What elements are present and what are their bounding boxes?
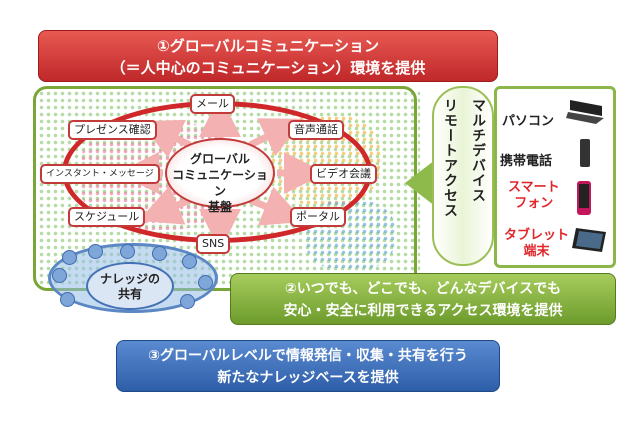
hub-line3: 基盤 [207,200,232,214]
multi-device-label: マルチデバイス [470,98,486,203]
node-portal: ポータル [290,207,346,227]
remote-access-label: リモートアクセス [442,98,458,218]
knowledge-line1: ナレッジの [99,272,160,286]
hub-line1: グローバル [190,152,250,166]
device-tablet-label: タブレット 端末 [504,228,569,260]
tablet-line2: 端末 [523,244,550,259]
device-pc-label: パソコン [502,114,555,129]
user-icon [60,292,75,307]
user-icon [120,244,135,259]
banner-anytime-anywhere-access: ②いつでも、どこでも、どんなデバイスでも 安心・安全に利用できるアクセス環境を提… [230,273,616,325]
banner-global-communication: ①グローバルコミュニケーション （＝人中心のコミュニケーション）環境を提供 [38,30,498,82]
banner-red-line1: ①グローバルコミュニケーション [157,37,379,55]
node-video-conference: ビデオ会議 [310,164,377,184]
banner-knowledge-base: ③グローバルレベルで情報発信・収集・共有を行う 新たなナレッジベースを提供 [116,340,500,392]
user-icon [198,275,213,290]
banner-blue-line2: 新たなナレッジベースを提供 [217,370,399,386]
hub-global-communication-platform: グローバル コミュニケーション 基盤 [165,138,275,214]
hub-line2: コミュニケーション [172,168,268,198]
arrow-up-right [248,118,304,157]
user-icon [152,246,167,261]
user-icon [88,244,103,259]
user-icon [182,254,197,269]
tablet-icon [570,226,608,254]
laptop-icon [566,98,606,126]
user-icon [52,268,67,283]
node-instant-message: インスタント・メッセージ [40,164,160,184]
node-schedule: スケジュール [68,207,146,227]
banner-green-line1: ②いつでも、どこでも、どんなデバイスでも [284,281,562,297]
knowledge-sharing: ナレッジの 共有 [86,262,174,310]
node-voice-call: 音声通話 [288,120,344,140]
banner-blue-line1: ③グローバルレベルで情報発信・収集・共有を行う [148,348,468,364]
user-icon [180,294,195,309]
smartphone-line1: スマート [508,180,560,195]
node-mail: メール [190,94,235,114]
device-smartphone-label: スマート フォン [508,180,560,212]
node-sns: SNS [196,234,231,254]
smartphone-icon [574,180,594,216]
mobile-phone-icon [578,138,592,168]
knowledge-line2: 共有 [117,287,142,301]
tablet-line1: タブレット [504,228,570,243]
device-mobile-label: 携帯電話 [500,154,553,169]
node-presence: プレゼンス確認 [68,120,157,140]
arrow-up-left [138,119,192,158]
user-icon [62,250,77,265]
banner-green-line2: 安心・安全に利用できるアクセス環境を提供 [283,303,563,319]
multi-device-remote-access [432,86,494,266]
access-arrow-head [405,160,435,206]
arrow-down-right [248,186,305,226]
banner-red-line2: （＝人中心のコミュニケーション）環境を提供 [110,59,426,77]
smartphone-line2: フォン [514,196,554,211]
arrow-down-left [138,185,192,225]
